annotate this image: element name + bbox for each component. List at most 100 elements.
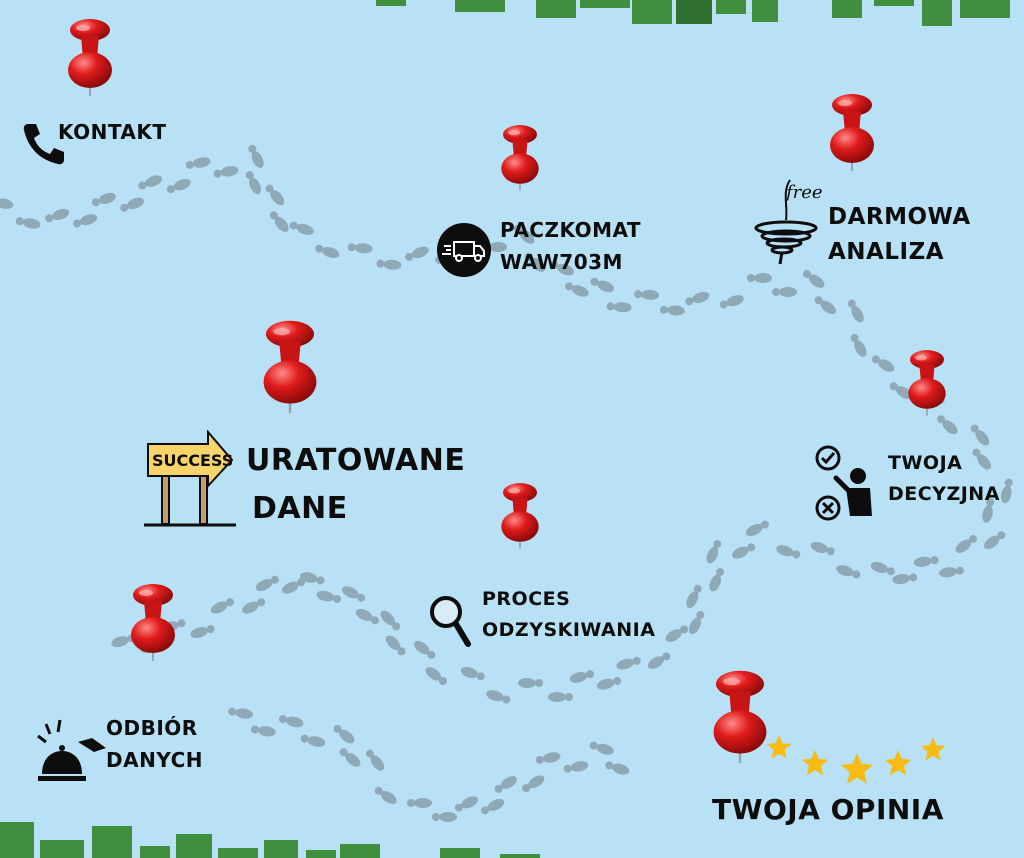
footprint bbox=[425, 667, 447, 686]
footprint bbox=[228, 707, 253, 719]
footprint bbox=[365, 749, 385, 771]
free-tornado-icon: free bbox=[754, 179, 822, 265]
footprint bbox=[385, 635, 406, 656]
footprint bbox=[185, 157, 211, 169]
footprint bbox=[685, 291, 710, 306]
footprint bbox=[374, 786, 397, 804]
footprint bbox=[776, 545, 801, 559]
star-icon bbox=[920, 737, 946, 761]
footprint bbox=[45, 208, 70, 223]
footprint bbox=[709, 568, 725, 592]
footprint bbox=[955, 534, 977, 553]
footprint bbox=[300, 734, 326, 747]
footprint bbox=[265, 184, 285, 206]
footprint bbox=[73, 214, 98, 228]
footprint bbox=[355, 608, 379, 625]
footprint bbox=[414, 640, 436, 659]
footprint bbox=[984, 531, 1006, 550]
footprint bbox=[732, 543, 756, 559]
footprint bbox=[665, 625, 689, 642]
footprint bbox=[982, 498, 995, 523]
footprint bbox=[706, 539, 722, 564]
footprint bbox=[342, 586, 366, 602]
push-pin-icon bbox=[501, 125, 539, 191]
footprint bbox=[647, 652, 671, 669]
footprint bbox=[550, 261, 574, 276]
phone-icon bbox=[23, 124, 65, 165]
footprint bbox=[518, 678, 543, 688]
footprint bbox=[563, 761, 589, 773]
footprint bbox=[339, 748, 361, 767]
footprint bbox=[569, 670, 595, 683]
label-paczkomat: PACZKOMAT WAW703m bbox=[500, 218, 642, 274]
label-twoja-decyzja: TWOJA DECYZJNA bbox=[888, 452, 1000, 505]
footprint bbox=[120, 197, 144, 212]
footprint bbox=[289, 221, 314, 235]
push-pin-icon bbox=[830, 94, 874, 171]
footprint bbox=[245, 171, 262, 195]
footprint bbox=[745, 520, 769, 537]
decision-person-icon bbox=[815, 445, 872, 521]
footprint bbox=[892, 573, 918, 585]
push-pin-icon bbox=[68, 19, 112, 96]
footprint bbox=[347, 243, 373, 254]
footprint bbox=[596, 676, 622, 690]
footprint bbox=[522, 775, 545, 793]
footprint bbox=[481, 798, 505, 815]
footprint bbox=[376, 259, 402, 270]
footprint bbox=[0, 198, 14, 209]
footprint bbox=[836, 565, 861, 579]
footprint bbox=[213, 166, 239, 178]
footprint bbox=[251, 725, 276, 737]
footprint bbox=[590, 277, 614, 293]
footprint bbox=[847, 299, 864, 323]
footprint bbox=[772, 287, 797, 297]
free-text: free bbox=[784, 182, 822, 203]
success-sign-text: SUCCESS bbox=[152, 451, 233, 470]
delivery-truck-icon bbox=[437, 223, 491, 277]
service-bell-icon bbox=[37, 719, 106, 781]
footprint bbox=[589, 741, 614, 755]
footprint bbox=[380, 610, 401, 631]
footprint bbox=[606, 302, 632, 313]
star-icon bbox=[840, 753, 874, 784]
push-pin-icon bbox=[263, 320, 317, 414]
footprint bbox=[138, 175, 163, 190]
push-pin-icon bbox=[131, 584, 175, 661]
footprint bbox=[564, 282, 589, 297]
footprint bbox=[548, 692, 573, 702]
footprint bbox=[15, 217, 41, 229]
footprint bbox=[659, 305, 685, 316]
footprint bbox=[814, 296, 836, 315]
grass-top bbox=[376, 0, 1010, 26]
footprint bbox=[747, 273, 772, 283]
footprint bbox=[686, 584, 702, 608]
footprint bbox=[871, 355, 895, 372]
footprint bbox=[316, 590, 342, 603]
footprint bbox=[255, 575, 279, 592]
footprint bbox=[850, 333, 867, 357]
footprint bbox=[460, 666, 485, 681]
footprint bbox=[524, 252, 546, 272]
push-pin-icon bbox=[501, 483, 539, 549]
footprint bbox=[535, 752, 561, 764]
footprint bbox=[282, 578, 306, 594]
star-icon bbox=[884, 750, 912, 776]
magnifier-icon bbox=[430, 596, 471, 647]
footprint bbox=[278, 715, 304, 728]
footprint bbox=[432, 812, 457, 822]
label-kontakt: KONTAKT bbox=[58, 120, 167, 144]
footprint bbox=[166, 178, 191, 194]
success-signpost-icon: SUCCESS bbox=[144, 430, 236, 527]
footprint bbox=[870, 561, 895, 576]
footprint bbox=[407, 798, 432, 808]
footprint bbox=[616, 656, 641, 670]
footprint bbox=[1000, 478, 1013, 504]
footprint bbox=[242, 598, 266, 614]
label-odbior-danych: ODBIÓR DANYCH bbox=[106, 716, 204, 772]
star-icon bbox=[766, 735, 792, 759]
